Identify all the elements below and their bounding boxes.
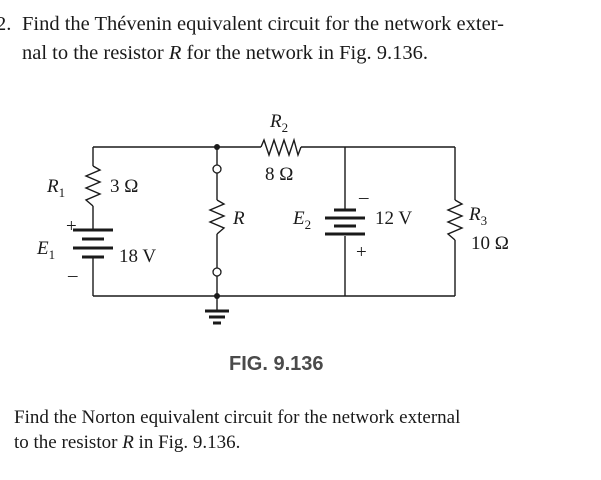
e2-plus-sign: + [356,242,367,263]
circuit-diagram: R1 3 Ω R2 8 Ω R R3 10 Ω + – E1 18 V – + … [36,111,509,325]
resistor-r2 [260,137,302,158]
circuit-wires [92,146,456,311]
resistor-r3 [446,199,464,241]
e1-plus-sign: + [66,216,77,237]
figure-caption: FIG. 9.136 [229,353,324,375]
problem-line-2-pre: nal to the resistor [22,42,169,64]
problem-line-2: nal to the resistor R for the network in… [22,39,428,68]
followup-problem: Find the Norton equivalent circuit for t… [14,405,594,455]
label-r3: R3 [468,204,487,228]
e1-minus-sign: – [67,265,78,286]
value-e1: 18 V [119,246,156,267]
e2-minus-sign: – [358,187,369,208]
resistor-r1 [84,165,102,207]
followup-line-1: Find the Norton equivalent circuit for t… [14,407,461,428]
problem-line-2-post: for the network in Fig. 9.136. [181,42,428,64]
resistor-r [208,199,226,235]
value-e2: 12 V [375,208,412,229]
label-r2: R2 [269,111,288,135]
problem-line-1: Find the Thévenin equivalent circuit for… [22,13,504,35]
value-r1: 3 Ω [110,176,138,197]
followup-line-2-var: R [122,432,134,453]
followup-line-2-pre: to the resistor [14,432,123,453]
value-r3: 10 Ω [471,233,509,254]
battery-e1 [73,228,113,262]
terminal-bottom [212,267,222,277]
label-e2: E2 [292,208,311,232]
junction-dot-top [214,144,220,150]
label-e1: E1 [36,238,55,262]
ground-icon [205,309,229,325]
followup-line-2: to the resistor R in Fig. 9.136. [14,430,594,455]
label-r1: R1 [46,176,65,200]
label-r: R [232,208,245,229]
junction-dot-bottom [214,293,220,299]
problem-line-2-var: R [168,42,182,64]
problem-number: 2. [0,13,12,35]
battery-e2 [325,208,365,236]
value-r2: 8 Ω [265,164,293,185]
followup-line-2-post: in Fig. 9.136. [133,432,241,453]
terminal-top [212,164,222,174]
